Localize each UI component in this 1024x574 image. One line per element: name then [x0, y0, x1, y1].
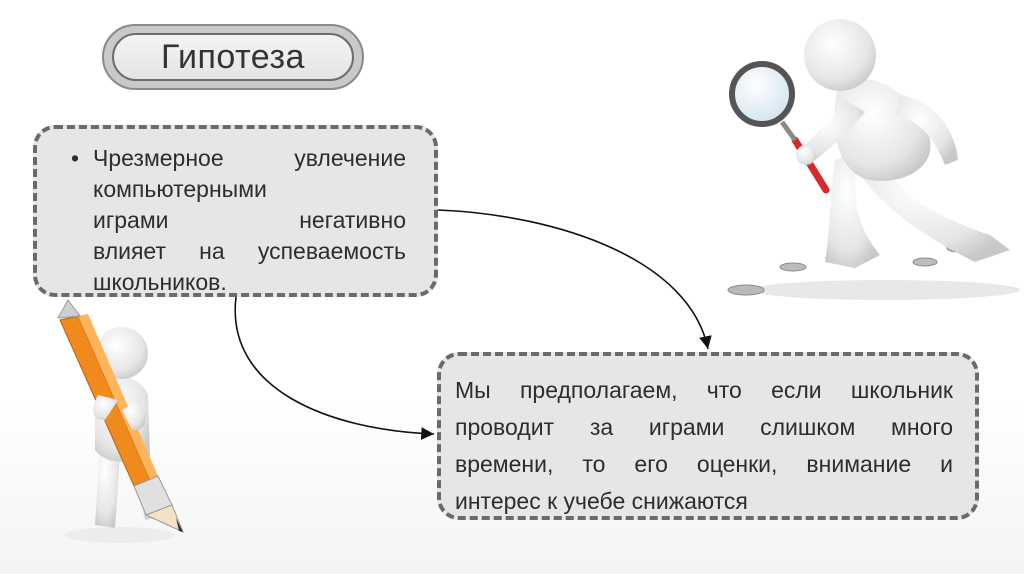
hypothesis-line: компьютерными — [93, 176, 267, 202]
hypothesis-text: Чрезмерное увлечение компьютерными играм… — [93, 143, 406, 298]
hypothesis-line: играми негативно — [93, 207, 406, 233]
assumption-line: проводит за играми слишком много — [455, 414, 953, 440]
assumption-line: времени, то его оценки, внимание и — [455, 451, 953, 477]
assumption-box: Мы предполагаем, что если школьник прово… — [437, 352, 979, 520]
page-title: Гипотеза — [161, 37, 305, 76]
figure-with-pencil — [57, 299, 184, 543]
hypothesis-box: • Чрезмерное увлечение компьютерными игр… — [33, 125, 438, 297]
coin-icon — [912, 257, 938, 267]
hypothesis-line: Чрезмерное увлечение — [93, 145, 406, 171]
hypothesis-item: • Чрезмерное увлечение компьютерными игр… — [71, 143, 406, 298]
figure-with-magnifier — [727, 19, 1020, 300]
coin-icon — [779, 262, 807, 272]
hypothesis-line: влияет на успеваемость — [93, 238, 406, 264]
hypothesis-line: школьников. — [93, 269, 227, 295]
coin-icon — [727, 284, 765, 296]
assumption-line: Мы предполагаем, что если школьник — [455, 377, 953, 403]
title-badge: Гипотеза — [102, 24, 364, 90]
connector-arrow — [437, 209, 712, 350]
connector-arrow — [234, 296, 435, 440]
bullet-point: • — [71, 145, 80, 171]
title-badge-inner: Гипотеза — [112, 33, 354, 81]
assumption-line: интерес к учебе снижаются — [455, 488, 748, 514]
magnifier-icon — [729, 61, 830, 194]
assumption-text: Мы предполагаем, что если школьник прово… — [455, 372, 953, 520]
